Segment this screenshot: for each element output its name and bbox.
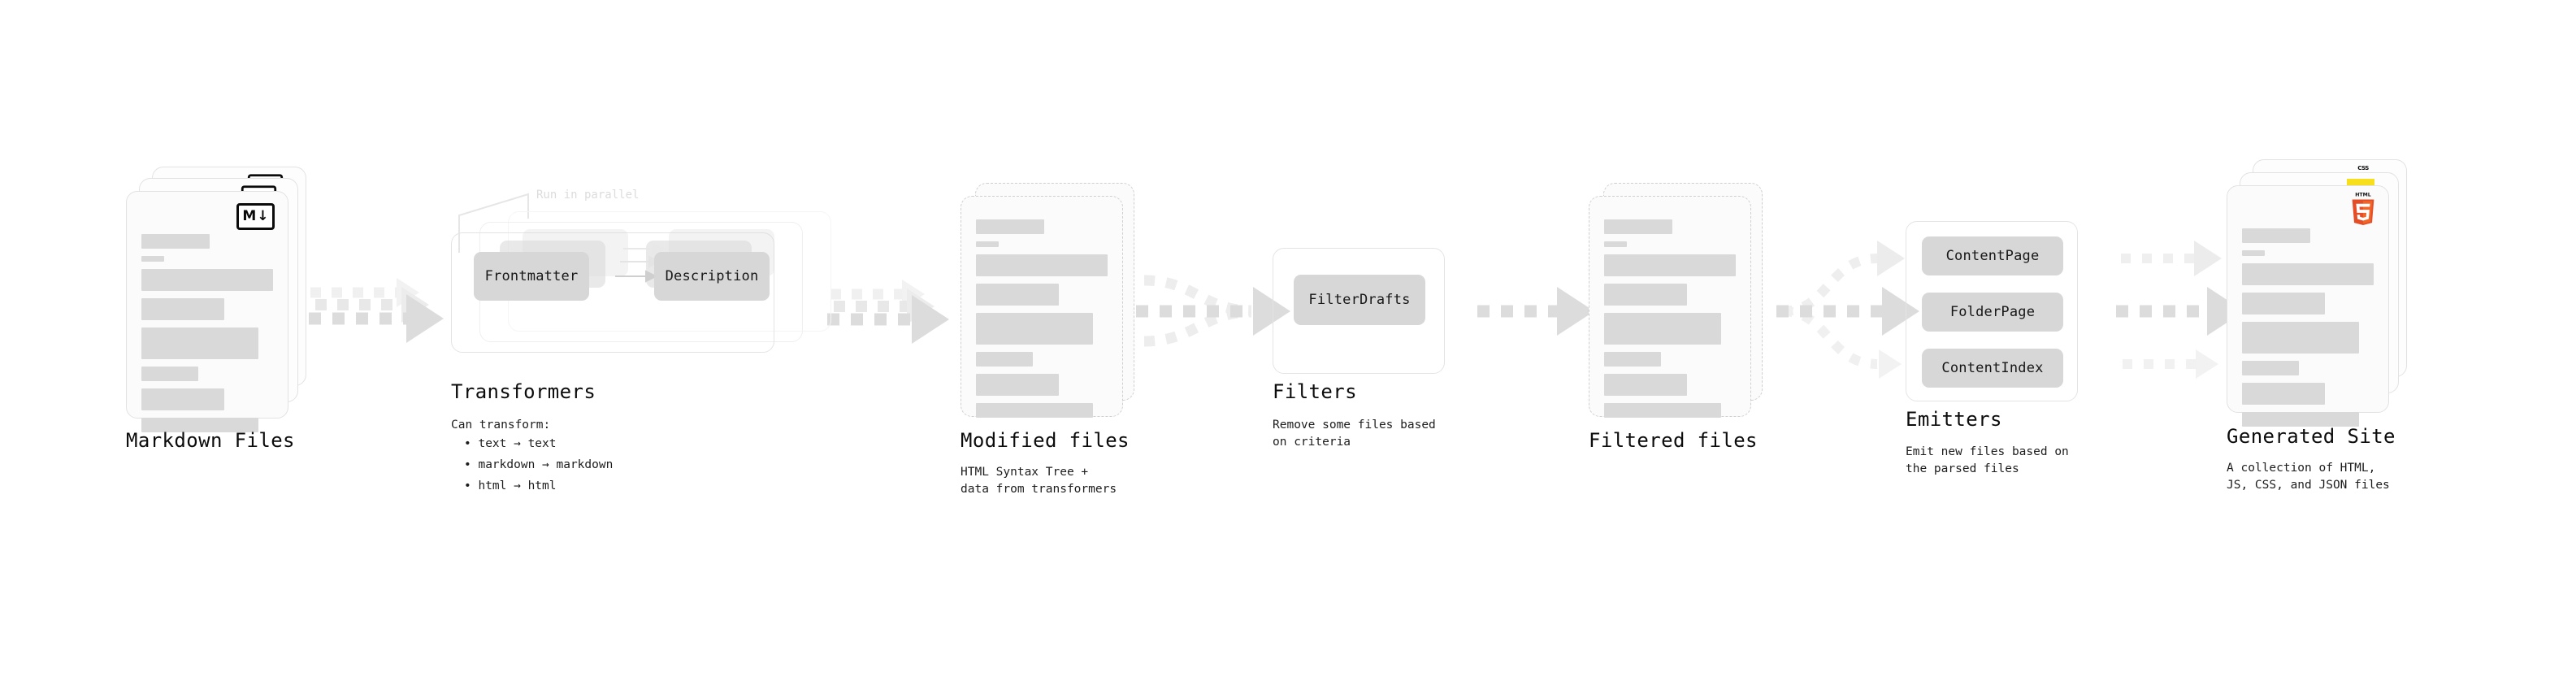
filters-box: FilterDrafts (1273, 248, 1445, 374)
site-doc-html: HTML (2227, 185, 2389, 427)
modified-files-title: Modified files (961, 429, 1130, 452)
emitter-chip-folderpage-label: FolderPage (1949, 304, 2036, 320)
transformer-chip-frontmatter-label: Frontmatter (484, 268, 579, 284)
svg-text:HTML: HTML (2355, 193, 2371, 198)
filters-caption: Remove some files based on criteria (1273, 419, 1436, 449)
transformer-chip-description-label: Description (665, 268, 759, 284)
filtered-doc-front (1589, 196, 1751, 418)
modified-files-caption: HTML Syntax Tree + data from transformer… (961, 466, 1117, 497)
transformers-box-front (451, 232, 774, 353)
emitter-chip-folderpage[interactable]: FolderPage (1922, 293, 2063, 332)
generated-site-stack: CSS HTML (2227, 159, 2413, 427)
transformers-title: Transformers (451, 380, 596, 403)
emitter-chip-contentpage[interactable]: ContentPage (1922, 236, 2063, 275)
connector-emitters-to-site (2116, 241, 2244, 379)
filtered-files-stack (1589, 183, 1776, 419)
connector-filtered-to-emitters (1776, 241, 1919, 379)
transformers-bullet-2: • html → html (464, 479, 557, 492)
transformer-chip-description[interactable]: Description (654, 252, 770, 301)
connector-transformers-to-modified (827, 280, 949, 344)
connector-markdown-to-transformers (309, 278, 444, 343)
markdown-logo-icon: M↓ (236, 203, 275, 230)
emitters-box: ContentPage FolderPage ContentIndex (1906, 221, 2078, 401)
filtered-files-title: Filtered files (1589, 429, 1758, 452)
connector-filters-to-filtered (1477, 287, 1594, 336)
transformer-chip-frontmatter[interactable]: Frontmatter (474, 252, 589, 301)
html5-logo-icon: HTML (2352, 193, 2374, 225)
connector-modified-to-filters (1136, 275, 1290, 347)
transformers-caption-heading: Can transform: (451, 419, 551, 432)
transformers-bullet-0: • text → text (464, 437, 557, 450)
filtered-doc-content (1604, 219, 1736, 425)
site-doc-content (2242, 228, 2374, 434)
emitters-caption: Emit new files based on the parsed files (1906, 445, 2069, 476)
generated-site-caption: A collection of HTML, JS, CSS, and JSON … (2227, 462, 2390, 492)
generated-site-title: Generated Site (2227, 425, 2396, 448)
transformer-inner-arrows (615, 242, 665, 283)
css3-logo-label: CSS (2357, 165, 2369, 171)
transformers-group: Run in parallel Fr (451, 189, 833, 358)
markdown-doc-content (141, 234, 273, 440)
modified-files-stack (961, 183, 1147, 419)
filter-chip-filterdrafts-label: FilterDrafts (1308, 292, 1411, 308)
filter-chip-filterdrafts[interactable]: FilterDrafts (1294, 275, 1425, 325)
markdown-files-title: Markdown Files (126, 429, 295, 452)
markdown-doc-front: M↓ (126, 191, 288, 432)
run-in-parallel-label: Run in parallel (536, 189, 640, 202)
filters-title: Filters (1273, 380, 1357, 403)
emitter-chip-contentindex-label: ContentIndex (1941, 360, 2044, 376)
emitter-chip-contentindex[interactable]: ContentIndex (1922, 349, 2063, 388)
modified-doc-content (976, 219, 1108, 425)
markdown-files-stack: M↓ M↓ M↓ (126, 167, 313, 432)
emitter-chip-contentpage-label: ContentPage (1945, 248, 2040, 264)
transformers-bullet-1: • markdown → markdown (464, 458, 614, 471)
emitters-title: Emitters (1906, 408, 2002, 431)
modified-doc-front (961, 196, 1123, 418)
